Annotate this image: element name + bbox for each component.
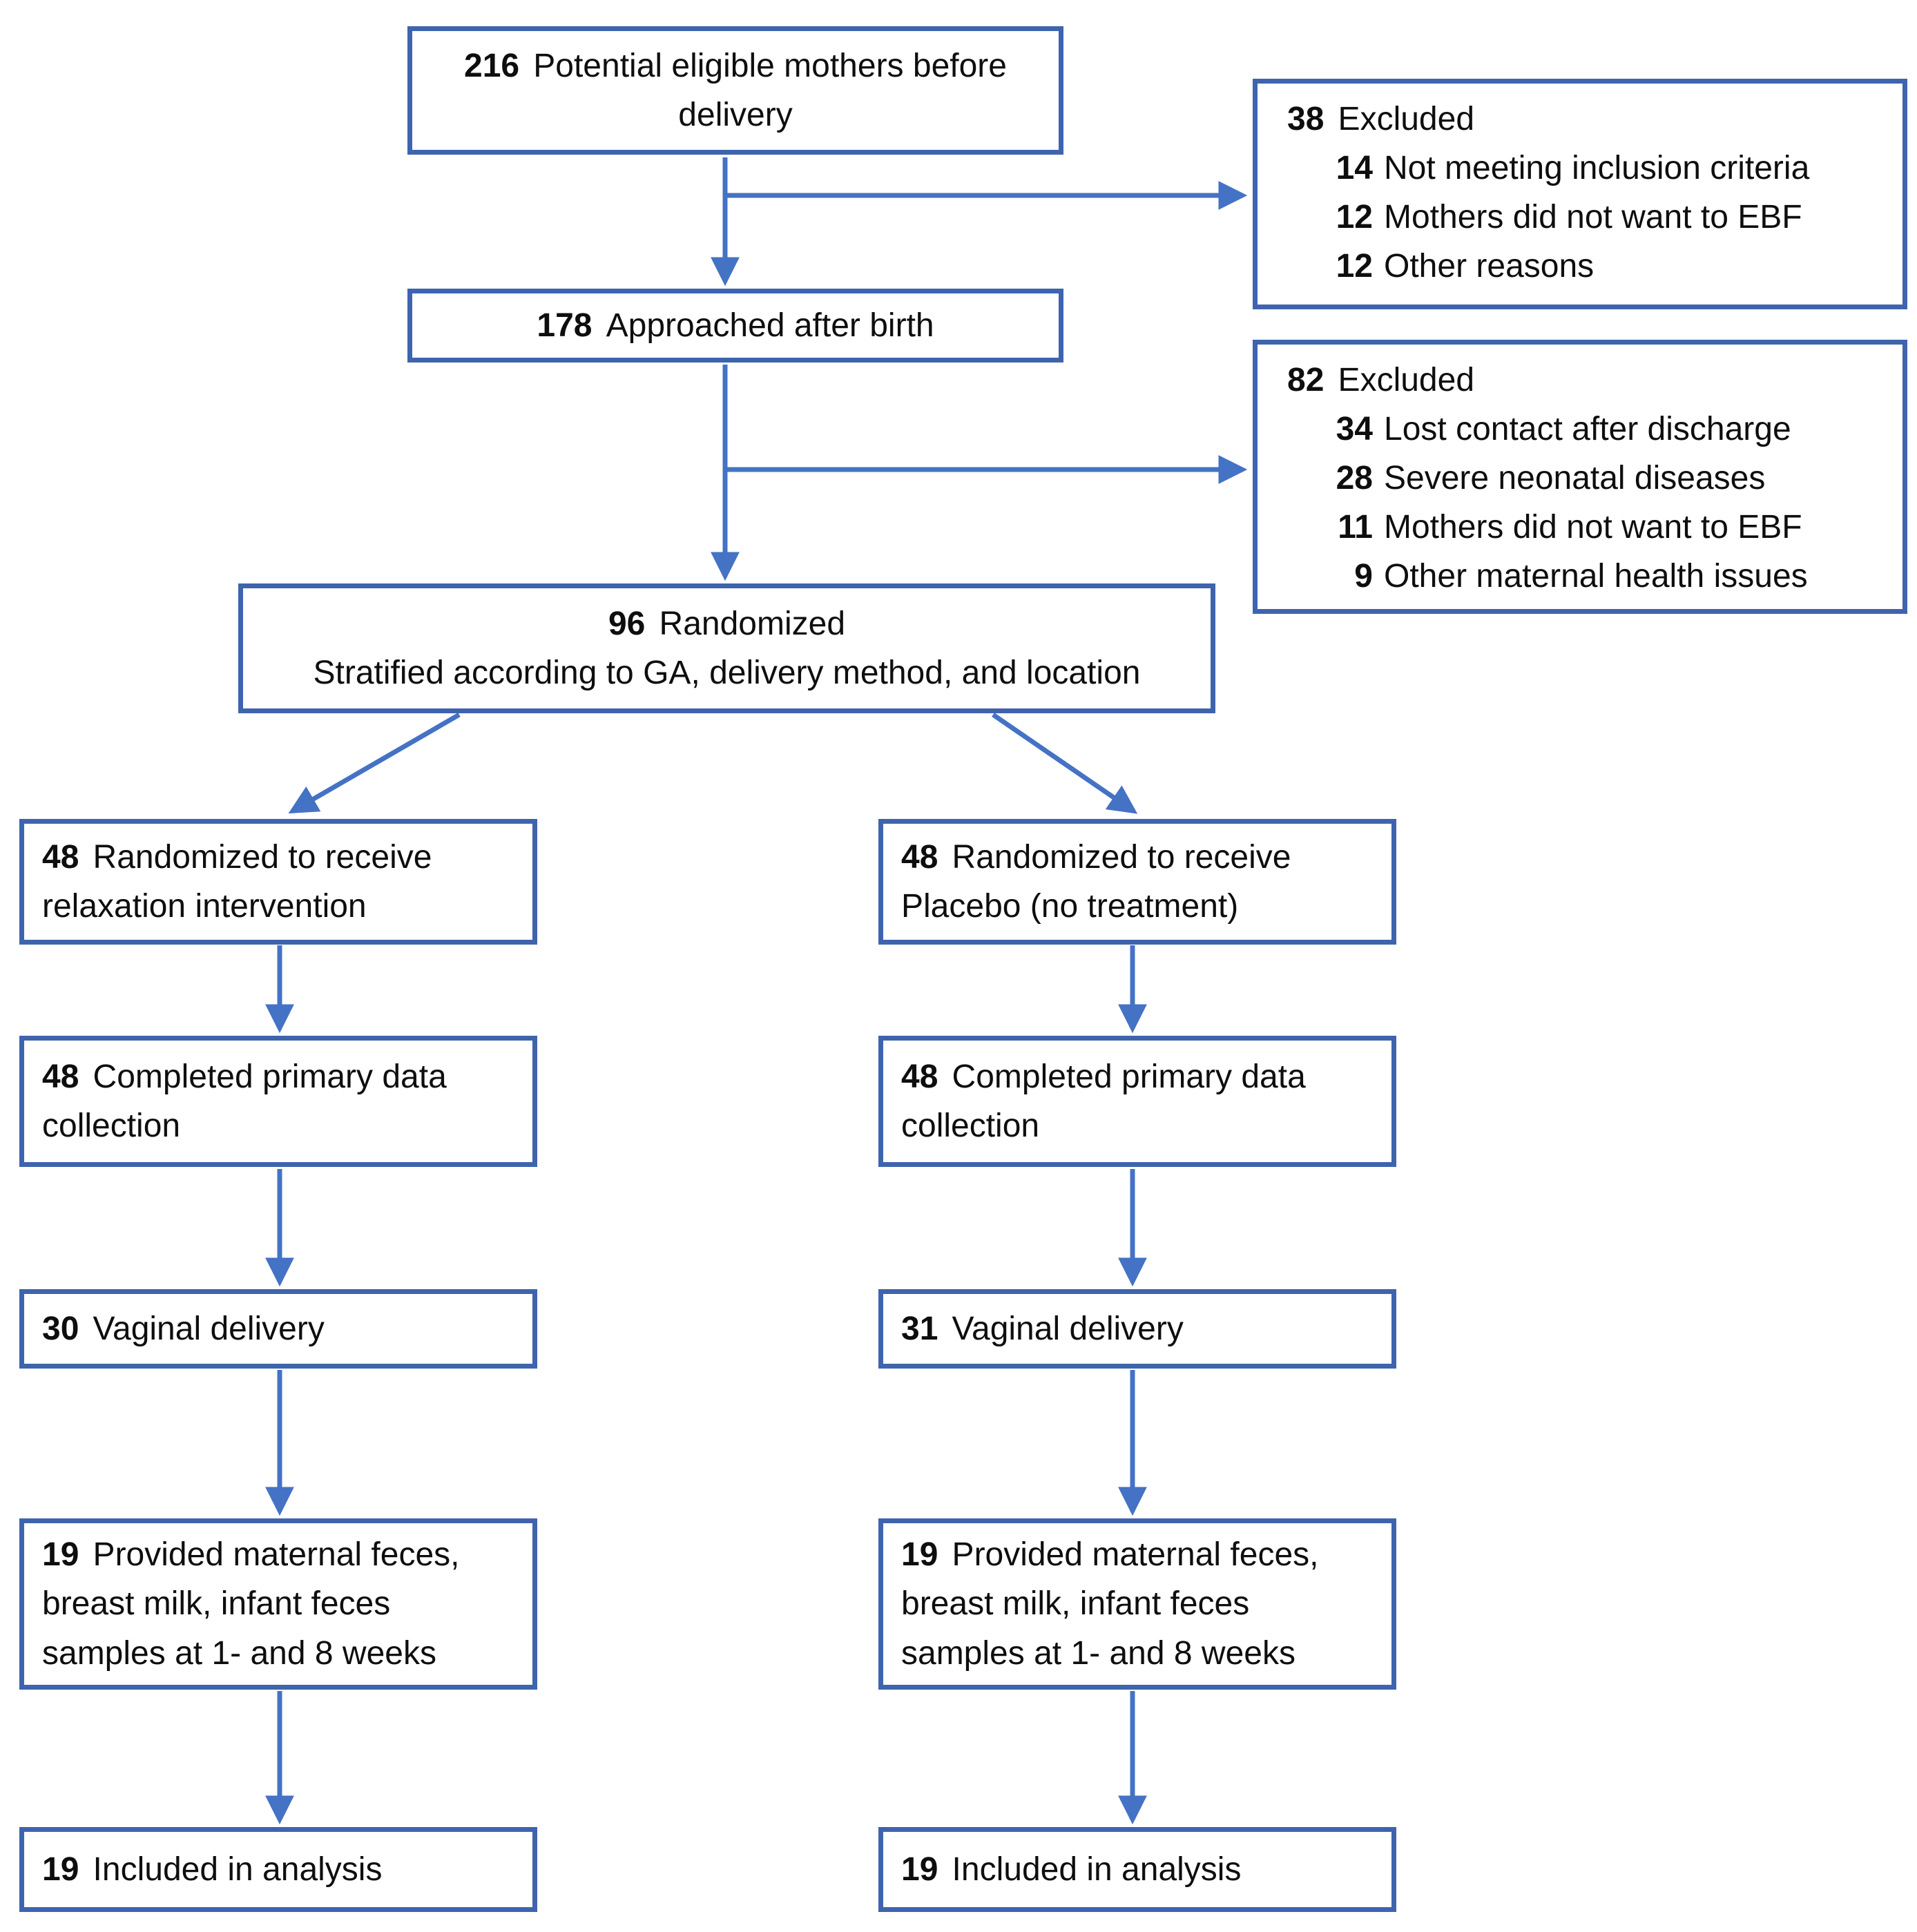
count-right-randomized: 48	[901, 838, 938, 876]
label-left-analysis: Included in analysis	[93, 1851, 383, 1888]
flow-box-eligible: 216 Potential eligible mothers before del…	[407, 26, 1063, 155]
count-lost-contact: 34	[1336, 411, 1373, 448]
label-left-completed: Completed primary data collection	[42, 1058, 447, 1144]
count-right-analysis: 19	[901, 1851, 938, 1888]
label-right-completed: Completed primary data collection	[901, 1058, 1306, 1144]
label-right-vaginal: Vaginal delivery	[952, 1310, 1184, 1347]
arrow-randomized-to-left-arm	[288, 712, 461, 814]
label-maternal-health: Other maternal health issues	[1384, 558, 1808, 595]
flow-box-right-included-analysis: 19 Included in analysis	[878, 1827, 1396, 1912]
count-maternal-health: 9	[1354, 558, 1373, 595]
count-left-vaginal: 30	[42, 1310, 79, 1347]
count-excluded-2: 82	[1287, 362, 1324, 398]
excluded-2-reason: 9 Other maternal health issues	[1330, 552, 1890, 601]
count-eligible: 216	[464, 47, 520, 84]
label-eligible: Potential eligible mothers before delive…	[533, 47, 1007, 133]
label-not-meeting-criteria: Not meeting inclusion criteria	[1384, 150, 1810, 187]
label-left-randomized: Randomized to receive relaxation interve…	[42, 838, 432, 925]
label-right-analysis: Included in analysis	[952, 1851, 1242, 1888]
excluded-2-reason: 11 Mothers did not want to EBF	[1330, 503, 1890, 552]
left-3-text: 30 Vaginal delivery	[42, 1304, 519, 1353]
count-no-ebf-1: 12	[1336, 199, 1373, 236]
label-left-samples: Provided maternal feces, breast milk, in…	[42, 1536, 460, 1672]
label-neonatal-diseases: Severe neonatal diseases	[1384, 460, 1766, 497]
count-left-analysis: 19	[42, 1851, 79, 1888]
excluded-1-reason: 12 Other reasons	[1330, 242, 1890, 291]
count-approached: 178	[537, 307, 593, 344]
count-left-completed: 48	[42, 1058, 79, 1095]
count-no-ebf-2: 11	[1338, 509, 1373, 546]
label-right-samples: Provided maternal feces, breast milk, in…	[901, 1536, 1319, 1672]
label-no-ebf-1: Mothers did not want to EBF	[1384, 199, 1802, 236]
excluded-1-reason: 14 Not meeting inclusion criteria	[1330, 144, 1890, 193]
label-randomized: Randomized	[659, 605, 846, 642]
count-left-samples: 19	[42, 1536, 79, 1574]
excluded-2-heading: 82 Excluded	[1287, 356, 1890, 405]
flow-box-randomized: 96 Randomized Stratified according to GA,…	[238, 583, 1215, 713]
flow-box-left-included-analysis: 19 Included in analysis	[19, 1827, 537, 1912]
count-neonatal-diseases: 28	[1336, 460, 1373, 497]
randomized-stratification-note: Stratified according to GA, delivery met…	[313, 655, 1141, 691]
randomized-heading: 96 Randomized	[608, 599, 845, 648]
excluded-1-reason: 12 Mothers did not want to EBF	[1330, 193, 1890, 242]
label-other-reasons: Other reasons	[1384, 248, 1595, 285]
flow-box-approached-text: 178 Approached after birth	[537, 301, 934, 350]
count-excluded-1: 38	[1287, 101, 1324, 137]
flow-box-eligible-text: 216 Potential eligible mothers before del…	[426, 41, 1045, 139]
label-excluded-1: Excluded	[1338, 101, 1475, 137]
count-not-meeting-criteria: 14	[1336, 150, 1373, 187]
right-5-text: 19 Included in analysis	[901, 1845, 1378, 1894]
count-left-randomized: 48	[42, 838, 79, 876]
excluded-1-heading: 38 Excluded	[1287, 95, 1890, 144]
label-no-ebf-2: Mothers did not want to EBF	[1384, 509, 1802, 546]
label-left-vaginal: Vaginal delivery	[93, 1310, 325, 1347]
count-right-vaginal: 31	[901, 1310, 938, 1347]
count-right-completed: 48	[901, 1058, 938, 1095]
label-excluded-2: Excluded	[1338, 362, 1475, 398]
flow-box-left-vaginal-delivery: 30 Vaginal delivery	[19, 1289, 537, 1369]
flow-box-excluded-1: 38 Excluded 14 Not meeting inclusion crite…	[1253, 79, 1907, 309]
flow-box-excluded-2: 82 Excluded 34 Lost contact after discharg…	[1253, 340, 1907, 614]
flow-box-right-vaginal-delivery: 31 Vaginal delivery	[878, 1289, 1396, 1369]
label-right-randomized: Randomized to receive Placebo (no treatm…	[901, 838, 1291, 925]
count-right-samples: 19	[901, 1536, 938, 1574]
count-other-reasons: 12	[1336, 248, 1373, 285]
right-3-text: 31 Vaginal delivery	[901, 1304, 1378, 1353]
left-5-text: 19 Included in analysis	[42, 1845, 519, 1894]
label-approached: Approached after birth	[606, 307, 934, 344]
flow-box-approached: 178 Approached after birth	[407, 289, 1063, 363]
label-lost-contact: Lost contact after discharge	[1384, 411, 1791, 448]
excluded-2-reason: 28 Severe neonatal diseases	[1330, 454, 1890, 503]
excluded-2-reason: 34 Lost contact after discharge	[1330, 405, 1890, 454]
count-randomized: 96	[608, 605, 646, 642]
arrow-randomized-to-right-arm	[992, 713, 1138, 814]
